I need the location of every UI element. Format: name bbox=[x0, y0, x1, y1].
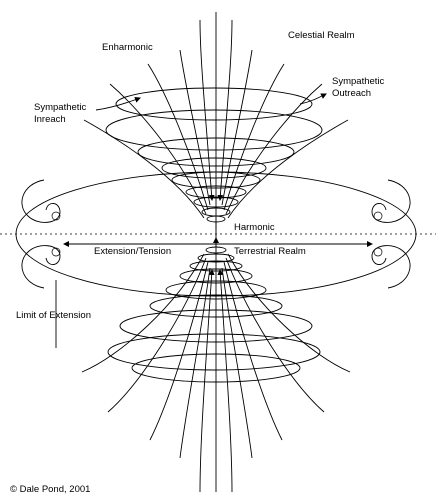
label-enharmonic: Enharmonic bbox=[102, 42, 153, 53]
label-terrestrial-realm: Terrestrial Realm bbox=[234, 246, 306, 257]
right-curl bbox=[371, 179, 411, 289]
label-harmonic: Harmonic bbox=[234, 222, 275, 233]
inreach-arrow bbox=[95, 96, 141, 111]
label-limit-of-extension: Limit of Extension bbox=[16, 310, 91, 321]
label-sympathetic-inreach-1: Sympathetic bbox=[34, 102, 87, 113]
label-sympathetic-outreach-2: Outreach bbox=[332, 88, 371, 99]
outreach-arrow bbox=[299, 93, 327, 105]
label-sympathetic-inreach-2: Inreach bbox=[34, 114, 66, 125]
left-curl bbox=[21, 179, 61, 289]
label-celestial-realm: Celestial Realm bbox=[288, 30, 355, 41]
lower-field-lines bbox=[81, 253, 351, 493]
label-copyright: © Dale Pond, 2001 bbox=[10, 484, 90, 495]
lower-spiral-coils bbox=[107, 246, 321, 383]
upper-spiral-coils bbox=[105, 87, 323, 223]
label-extension-tension: Extension/Tension bbox=[94, 246, 171, 257]
upper-field-lines bbox=[83, 19, 349, 219]
label-sympathetic-outreach-1: Sympathetic bbox=[332, 76, 385, 87]
